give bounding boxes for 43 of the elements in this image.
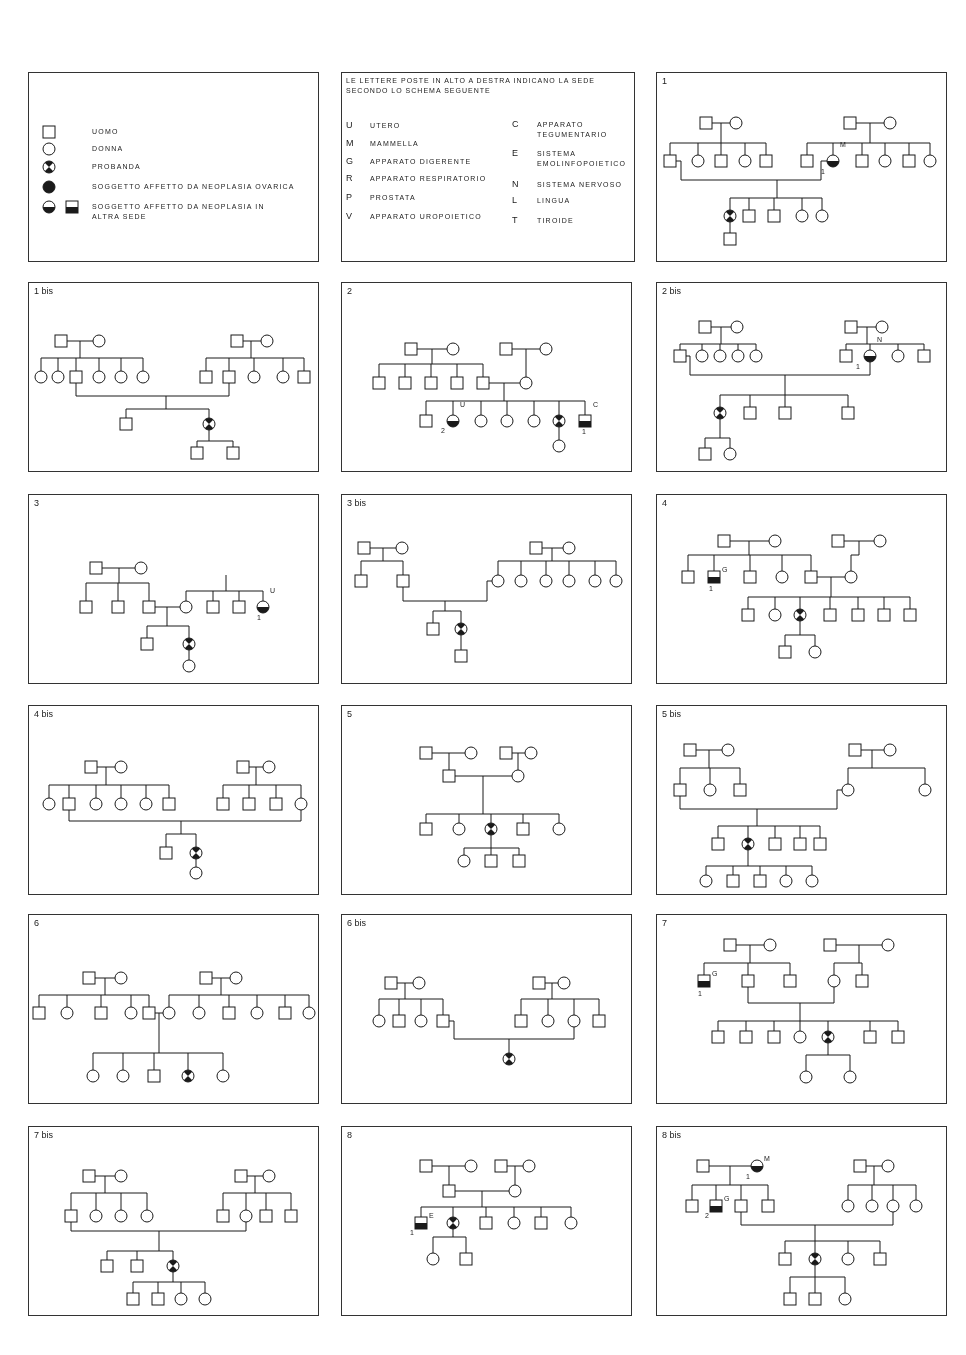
panel-number: 8 (347, 1130, 352, 1141)
pedigree-panel (341, 282, 632, 472)
pedigree-panel (656, 1126, 947, 1316)
pedigree-panel (28, 282, 319, 472)
panel-number: 4 bis (34, 709, 53, 720)
panel-number: 1 bis (34, 286, 53, 297)
site-code: P (346, 192, 352, 202)
panel-number: 4 (662, 498, 667, 509)
pedigree-panel (656, 705, 947, 895)
site-code: U (346, 120, 353, 130)
pedigree-panel (28, 1126, 319, 1316)
site-code: N (512, 179, 519, 189)
pedigree-panel (656, 914, 947, 1104)
pedigree-panel (341, 705, 632, 895)
panel-number: 6 bis (347, 918, 366, 929)
site-code: V (346, 211, 352, 221)
pedigree-panel (656, 72, 947, 262)
panel-number: 7 bis (34, 1130, 53, 1141)
pedigree-panel (28, 705, 319, 895)
pedigree-panel (656, 282, 947, 472)
site-code: C (512, 119, 519, 129)
panel-number: 5 (347, 709, 352, 720)
panel-number: 3 (34, 498, 39, 509)
panel-number: 5 bis (662, 709, 681, 720)
pedigree-panel (656, 494, 947, 684)
panel-number: 2 bis (662, 286, 681, 297)
pedigree-panel (341, 494, 632, 684)
pedigree-panel (341, 1126, 632, 1316)
pedigree-panel (341, 914, 632, 1104)
site-code: M (346, 138, 354, 148)
site-code: R (346, 173, 353, 183)
panel-number: 8 bis (662, 1130, 681, 1141)
panel-number: 2 (347, 286, 352, 297)
site-code: T (512, 215, 518, 225)
panel-number: 3 bis (347, 498, 366, 509)
site-code: G (346, 156, 353, 166)
panel-number: 1 (662, 76, 667, 87)
site-code: L (512, 195, 517, 205)
panel-number: 6 (34, 918, 39, 929)
pedigree-panel (28, 494, 319, 684)
panel-number: 7 (662, 918, 667, 929)
pedigree-panel (28, 914, 319, 1104)
site-code: E (512, 148, 518, 158)
